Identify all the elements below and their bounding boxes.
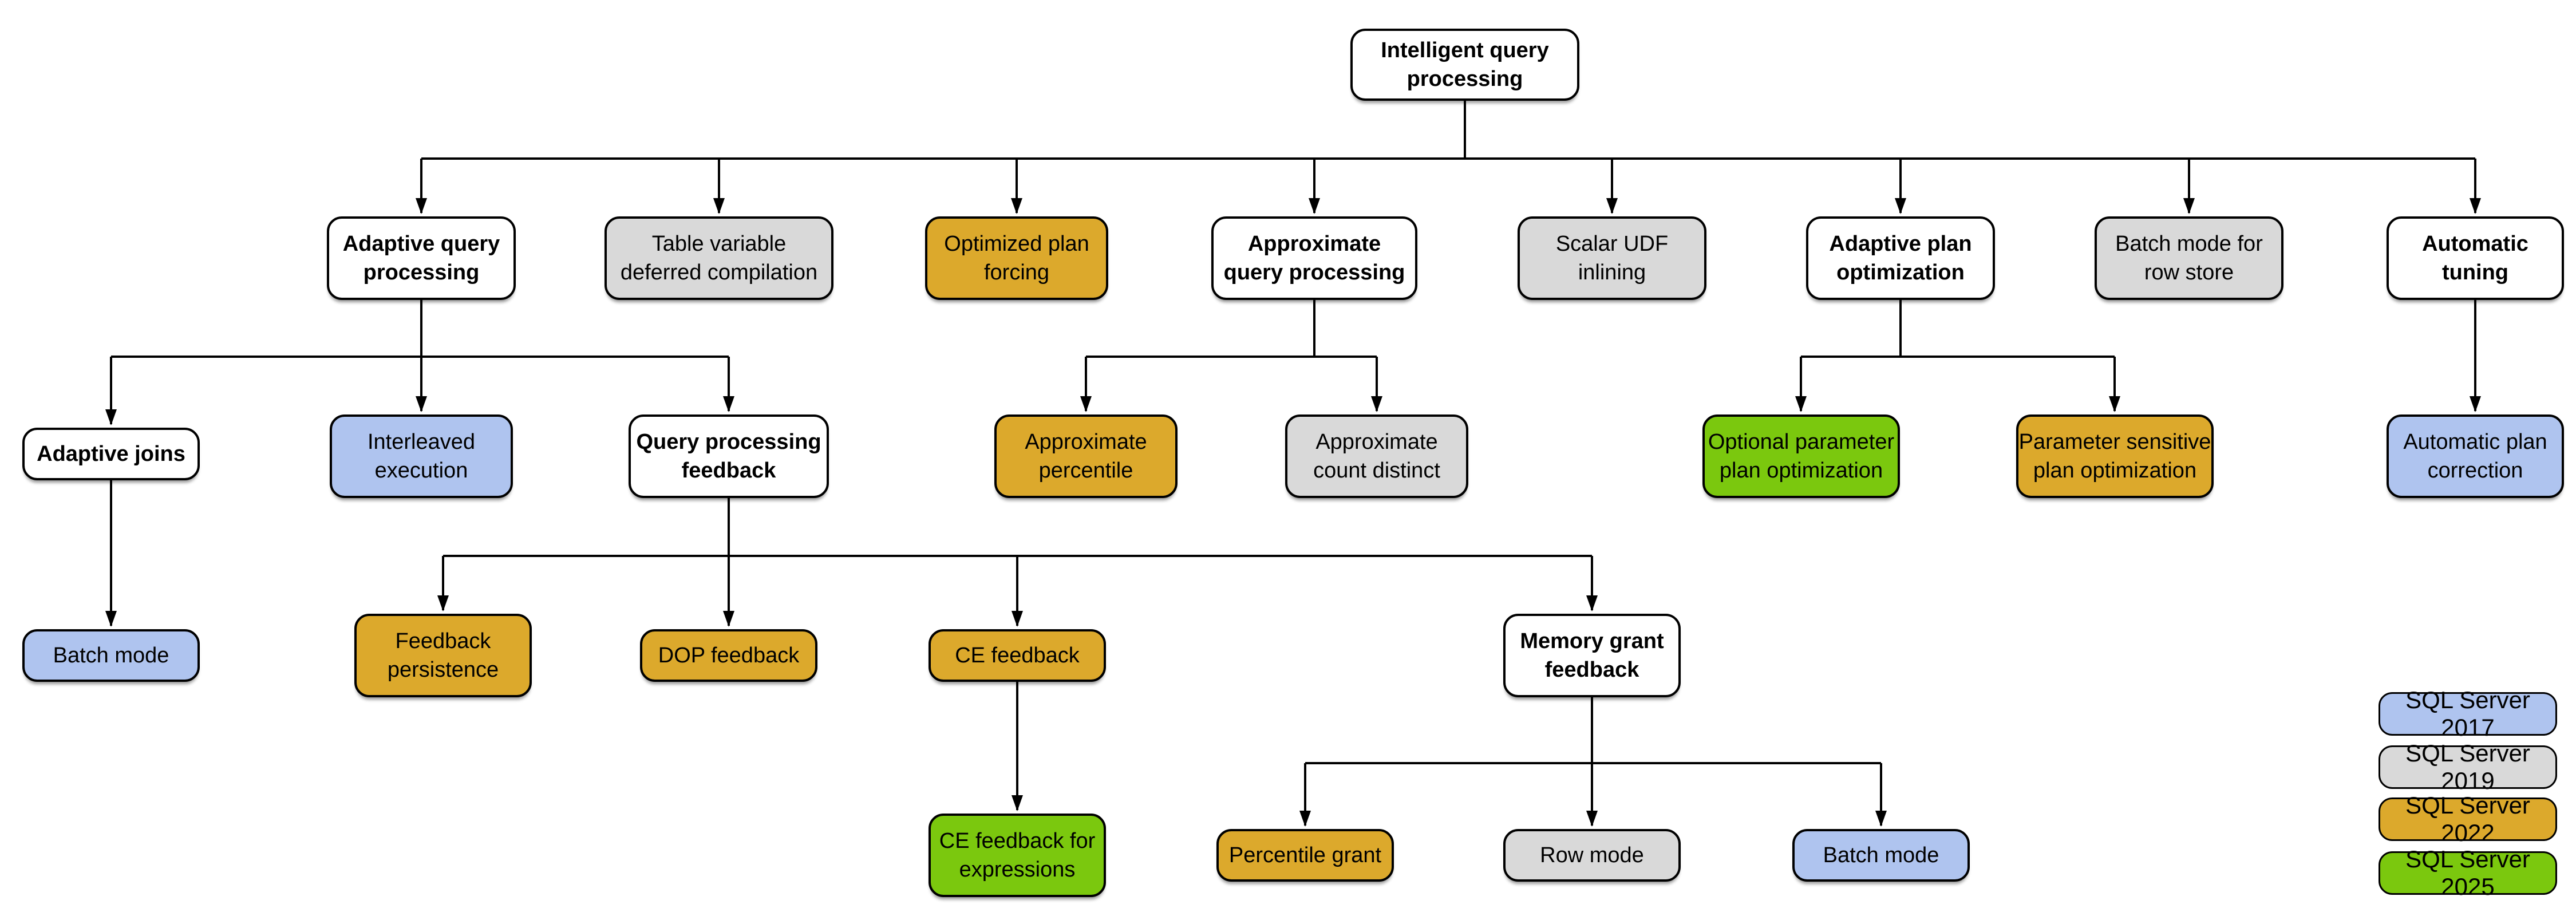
legend-sql-server-2025: SQL Server 2025	[2379, 846, 2557, 900]
connector-memory-grant-children	[1299, 697, 1887, 827]
node-automatic-tuning: Automatic tuning	[2387, 216, 2564, 300]
node-ce-feedback: CE feedback	[929, 629, 1106, 682]
legend-sql-server-2019: SQL Server 2019	[2379, 740, 2557, 794]
node-percentile-grant: Percentile grant	[1216, 829, 1394, 882]
node-batch-mode-memory-grant: Batch mode	[1792, 829, 1970, 882]
node-approximate-count-distinct: Approximate count distinct	[1285, 414, 1468, 498]
node-optimized-plan-forcing: Optimized plan forcing	[925, 216, 1108, 300]
node-adaptive-query-processing: Adaptive query processing	[327, 216, 516, 300]
node-parameter-sensitive-plan-optimization: Parameter sensitive plan optimization	[2016, 414, 2214, 498]
connector-adaptive-plan-children	[1795, 300, 2120, 412]
legend-sql-server-2017: SQL Server 2017	[2379, 686, 2557, 741]
node-scalar-udf-inlining: Scalar UDF inlining	[1518, 216, 1706, 300]
node-dop-feedback: DOP feedback	[640, 629, 817, 682]
legend-sql-server-2022: SQL Server 2022	[2379, 792, 2557, 846]
node-approximate-query-processing: Approximate query processing	[1211, 216, 1417, 300]
connector-root-to-level2	[416, 101, 2481, 214]
connector-qp-feedback-children	[437, 498, 1598, 627]
node-optional-parameter-plan-optimization: Optional parameter plan optimization	[1702, 414, 1900, 498]
node-interleaved-execution: Interleaved execution	[330, 414, 513, 498]
node-memory-grant-feedback: Memory grant feedback	[1503, 614, 1681, 697]
node-query-processing-feedback: Query processing feedback	[629, 414, 829, 498]
node-approximate-percentile: Approximate percentile	[994, 414, 1178, 498]
node-table-variable-deferred-compilation: Table variable deferred compilation	[605, 216, 833, 300]
node-ce-feedback-for-expressions: CE feedback for expressions	[929, 814, 1106, 897]
node-adaptive-joins: Adaptive joins	[22, 428, 200, 480]
node-row-mode: Row mode	[1503, 829, 1681, 882]
connector-adaptive-query-children	[105, 300, 734, 425]
node-adaptive-plan-optimization: Adaptive plan optimization	[1806, 216, 1995, 300]
connector-approximate-query-children	[1080, 300, 1382, 412]
node-automatic-plan-correction: Automatic plan correction	[2387, 414, 2564, 498]
node-batch-mode-for-row-store: Batch mode for row store	[2095, 216, 2283, 300]
node-intelligent-query-processing: Intelligent query processing	[1350, 29, 1579, 101]
node-feedback-persistence: Feedback persistence	[354, 614, 532, 697]
node-batch-mode-adaptive-joins: Batch mode	[22, 629, 200, 682]
